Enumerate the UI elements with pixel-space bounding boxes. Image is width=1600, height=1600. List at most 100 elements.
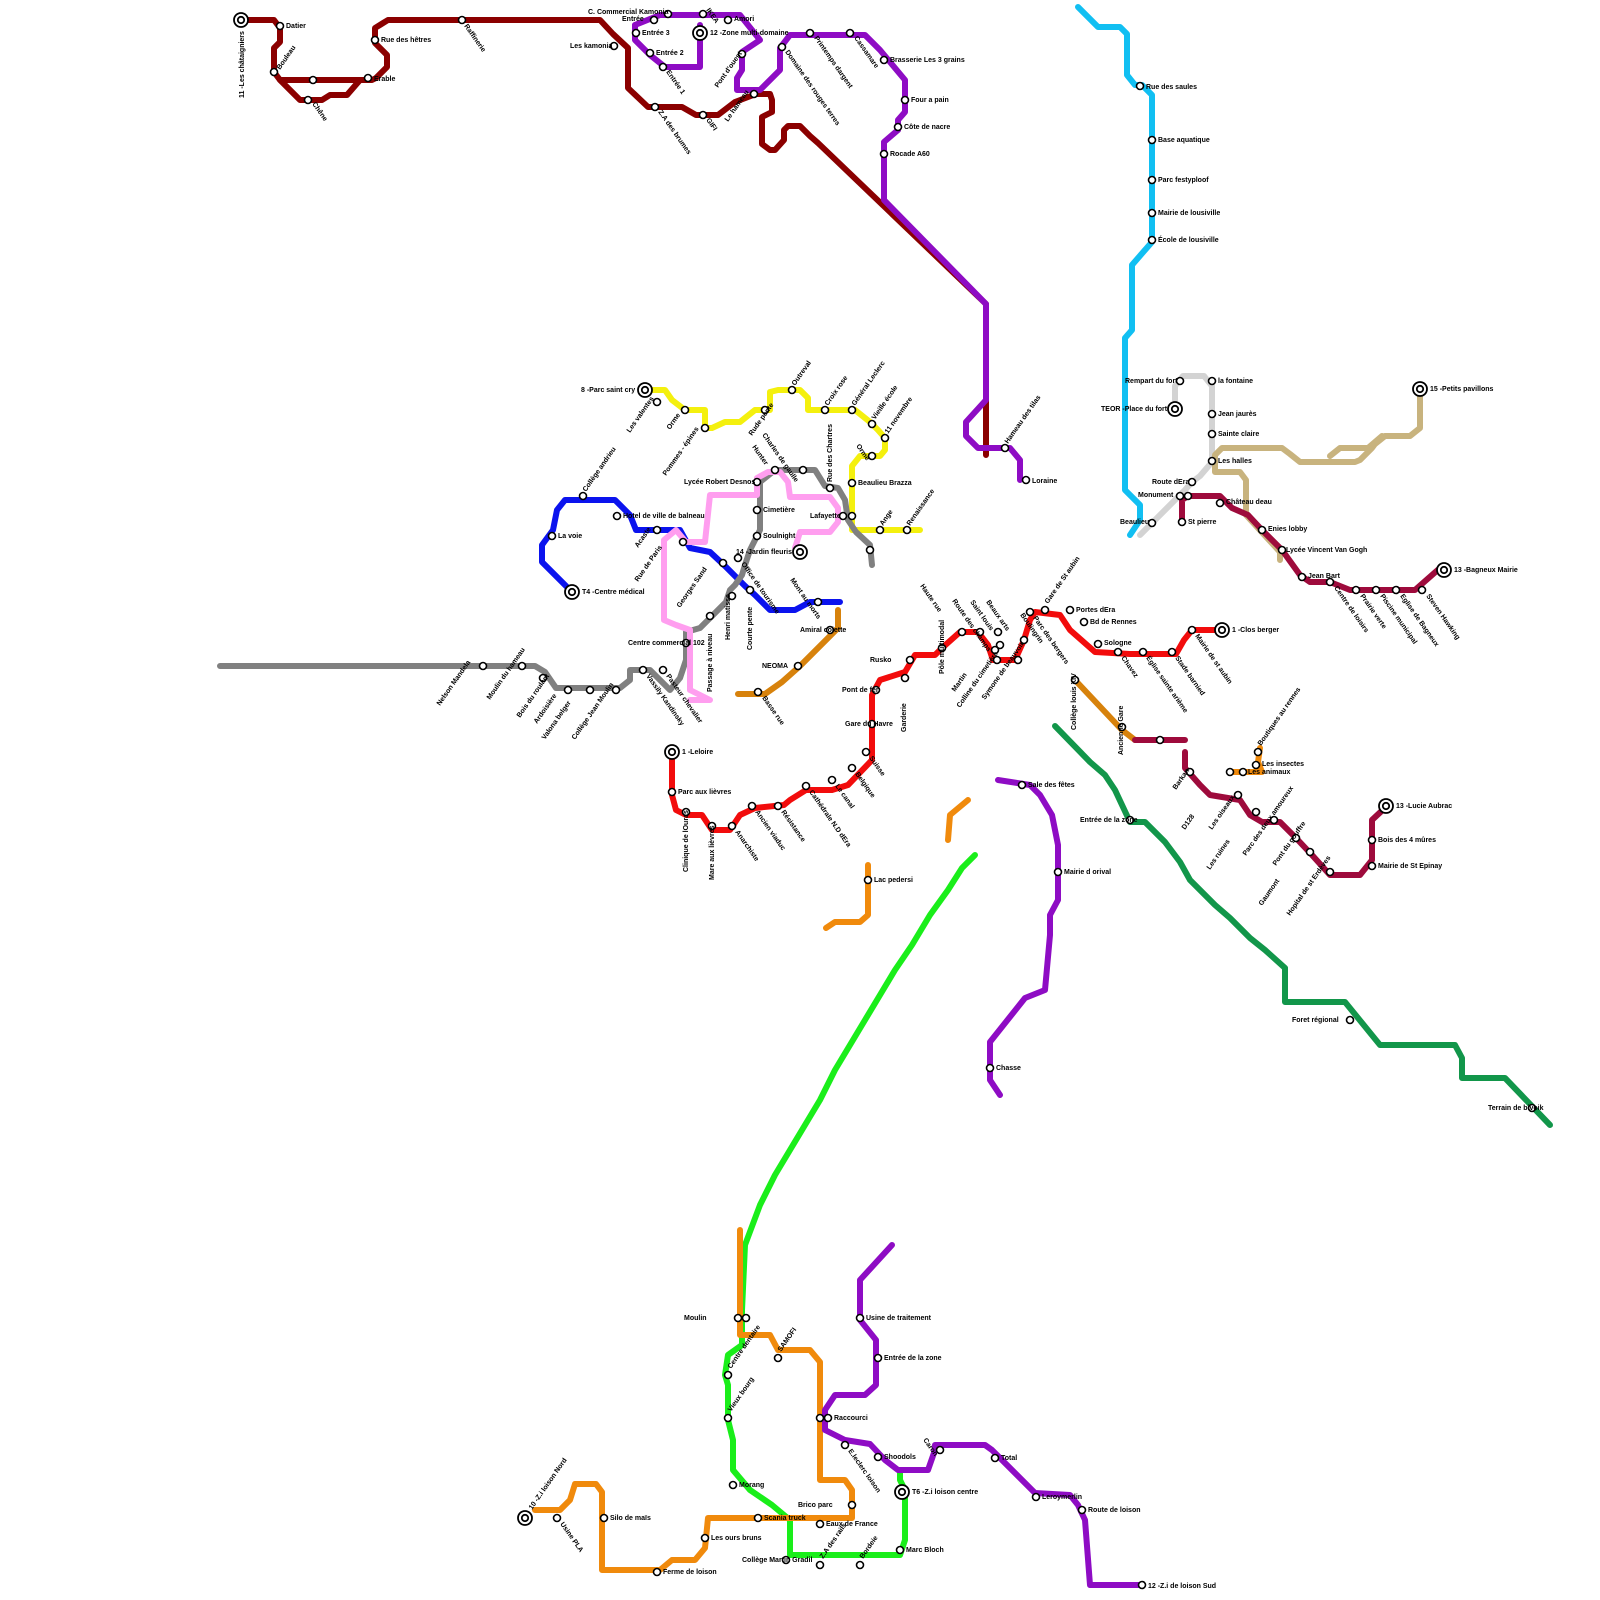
station-ecole-de-lousiville[interactable] bbox=[1149, 237, 1156, 244]
station-silo-de-mais[interactable] bbox=[554, 1515, 561, 1522]
station-st-pierre[interactable] bbox=[1179, 519, 1186, 526]
station-moulin-du-hameau[interactable] bbox=[480, 663, 487, 670]
station-haute-rue[interactable] bbox=[755, 689, 762, 696]
station-centre-dentaire-2[interactable] bbox=[743, 1315, 750, 1322]
line-15-tan-2[interactable] bbox=[1330, 436, 1382, 456]
station-za-des-brumes[interactable] bbox=[652, 104, 659, 111]
station-entree-3[interactable] bbox=[633, 30, 640, 37]
station-gifi[interactable] bbox=[700, 112, 707, 119]
terminal-zi-loison-nord[interactable]: 10 -Z.i loison Nord bbox=[518, 1457, 569, 1525]
station-usine-pla[interactable] bbox=[1079, 1507, 1086, 1514]
station-erable[interactable] bbox=[365, 75, 372, 82]
station-monument-2[interactable] bbox=[1185, 493, 1192, 500]
station-portes-dera[interactable] bbox=[1042, 607, 1049, 614]
terminal-leloire[interactable]: 1 -Leloire bbox=[665, 745, 713, 759]
station-route-dera[interactable] bbox=[1189, 479, 1196, 486]
station-samofi[interactable] bbox=[897, 1547, 904, 1554]
station-vieille-ecole[interactable] bbox=[869, 421, 876, 428]
station-boutiques-au-rennes[interactable] bbox=[1227, 769, 1234, 776]
station-four-a-pain[interactable] bbox=[902, 97, 909, 104]
terminal-zone-multi-domaine[interactable]: 12 -Zone multi-domaine bbox=[693, 26, 789, 40]
station-entree-de-la-zone-south[interactable] bbox=[857, 1315, 864, 1322]
station-leroymerlin[interactable] bbox=[992, 1455, 999, 1462]
station-les-ruines[interactable] bbox=[1235, 792, 1242, 799]
station-chene-2[interactable] bbox=[310, 77, 317, 84]
terminal-clos-berger[interactable]: 1 -Clos berger bbox=[1215, 623, 1279, 637]
station-hameau-des-tilas[interactable] bbox=[1002, 445, 1009, 452]
station-amiral-colette[interactable] bbox=[660, 667, 667, 674]
line-barkan-orange[interactable] bbox=[1075, 680, 1135, 740]
station-entreprise[interactable] bbox=[654, 1569, 661, 1576]
station-outreval[interactable] bbox=[789, 387, 796, 394]
station-route-de-loison[interactable] bbox=[1033, 1494, 1040, 1501]
terminal-petits-pavillons[interactable]: 15 -Petits pavillons bbox=[1413, 382, 1494, 396]
station-le-hameau[interactable] bbox=[751, 91, 758, 98]
station-college-jean-moulin[interactable] bbox=[587, 687, 594, 694]
station-rue-de-paris[interactable] bbox=[867, 547, 874, 554]
station-mare-aux-lievres[interactable] bbox=[729, 823, 736, 830]
line-14-grey[interactable] bbox=[220, 470, 872, 690]
station-base-aquatique[interactable] bbox=[1149, 137, 1156, 144]
station-rocade-a60[interactable] bbox=[881, 151, 888, 158]
station-entree-2[interactable] bbox=[647, 50, 654, 57]
station-les-animaux[interactable] bbox=[1253, 762, 1260, 769]
terminal-place-du-fort[interactable]: TEOR -Place du fort bbox=[1101, 402, 1182, 416]
station-enies-lobby[interactable] bbox=[1259, 527, 1266, 534]
station-anarchiste[interactable] bbox=[749, 803, 756, 810]
station-georges-sand[interactable] bbox=[680, 539, 687, 546]
station-basse-rue[interactable] bbox=[795, 663, 802, 670]
station-parc-des-bergers[interactable] bbox=[1189, 627, 1196, 634]
station-entree-de-la-zone-north[interactable] bbox=[987, 1065, 994, 1072]
station-parc-festyploof[interactable] bbox=[1149, 177, 1156, 184]
terminal-zi-loison-centre[interactable]: T6 -Z.i loison centre bbox=[895, 1485, 978, 1499]
station-piscine-municipal[interactable] bbox=[1373, 587, 1380, 594]
station-bouleau[interactable] bbox=[271, 69, 278, 76]
station-sainte-claire[interactable] bbox=[1209, 431, 1216, 438]
station-lycee-van-gogh[interactable] bbox=[1279, 547, 1286, 554]
station-shoodols[interactable] bbox=[842, 1442, 849, 1449]
station-raffinerie[interactable] bbox=[459, 17, 466, 24]
station-rue-des-saules[interactable] bbox=[1137, 83, 1144, 90]
station-caron[interactable] bbox=[875, 1454, 882, 1461]
station-eleclerc-loison[interactable] bbox=[875, 1355, 882, 1362]
station-entree[interactable] bbox=[651, 17, 658, 24]
station-brico-parc[interactable] bbox=[817, 1415, 824, 1422]
station-pommes-epines[interactable] bbox=[702, 425, 709, 432]
station-sologne[interactable] bbox=[1081, 619, 1088, 626]
station-centre-dentaire[interactable] bbox=[735, 1315, 742, 1322]
station-beaulieu[interactable] bbox=[1149, 520, 1156, 527]
station-brico-parc-2[interactable] bbox=[825, 1415, 832, 1422]
station-brasserie-3-grains[interactable] bbox=[881, 57, 888, 64]
station-les-oiseaux[interactable] bbox=[1240, 769, 1247, 776]
station-bordeie[interactable] bbox=[817, 1562, 824, 1569]
station-route-des-champs[interactable] bbox=[959, 629, 966, 636]
station-usine-de-traitement[interactable] bbox=[817, 1521, 824, 1528]
line-green[interactable] bbox=[1055, 726, 1550, 1125]
station-jean-jaures[interactable] bbox=[1209, 411, 1216, 418]
station-barkan-2[interactable] bbox=[1157, 737, 1164, 744]
station-stade-barnied[interactable] bbox=[1140, 649, 1147, 656]
station-chasse[interactable] bbox=[1055, 869, 1062, 876]
line-1-red[interactable] bbox=[672, 612, 1220, 830]
station-parc-deux-amoureux[interactable] bbox=[1253, 809, 1260, 816]
station-eaux-de-france[interactable] bbox=[849, 1502, 856, 1509]
station-datier[interactable] bbox=[277, 23, 284, 30]
line-orival-purple[interactable] bbox=[990, 780, 1058, 1095]
station-cathedrale-nd-dera[interactable] bbox=[829, 777, 836, 784]
station-lafayette-2[interactable] bbox=[849, 513, 856, 520]
station-rempart-du-fort[interactable] bbox=[1177, 378, 1184, 385]
station-rue-des-chartres[interactable] bbox=[827, 485, 834, 492]
station-monument[interactable] bbox=[1177, 493, 1184, 500]
station-hotel-ville-balneau[interactable] bbox=[614, 513, 621, 520]
station-college-andrieu[interactable] bbox=[580, 493, 587, 500]
station-raccourci[interactable] bbox=[775, 1355, 782, 1362]
station-acaste[interactable] bbox=[654, 527, 661, 534]
station-la-voie[interactable] bbox=[549, 533, 556, 540]
station-boulingrin[interactable] bbox=[1027, 609, 1034, 616]
station-mairie-d-orival[interactable] bbox=[1019, 782, 1026, 789]
station-belgique[interactable] bbox=[863, 749, 870, 756]
station-centre-commercial-102[interactable] bbox=[707, 613, 714, 620]
station-beaux-arts[interactable] bbox=[995, 629, 1002, 636]
station-mairie-st-aubin[interactable] bbox=[1115, 649, 1122, 656]
station-mairie-de-lousiville[interactable] bbox=[1149, 210, 1156, 217]
